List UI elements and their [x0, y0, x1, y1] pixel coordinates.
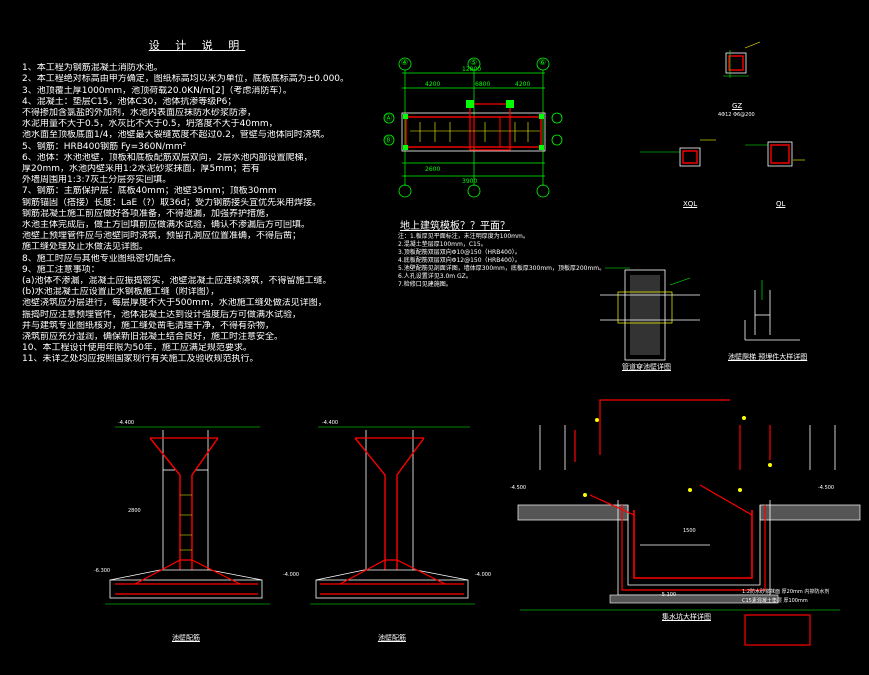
gz-subcaption: 4Φ12 Φ6@200 [718, 112, 755, 118]
note-line: 水泥用量不大于0.5，水灰比不大于0.5，坍落度不大于40mm， [22, 119, 278, 130]
elevation-label: -4.400 [118, 420, 135, 426]
plan-note: 7.检修口见建施图。 [398, 281, 452, 288]
plan-note: 5.池壁配筋见剖面详图，墙体厚300mm，底板厚300mm，顶板厚200mm。 [398, 265, 606, 272]
elevation-label: -4.400 [322, 420, 339, 426]
plan-note: 3.顶板配筋双层双向Φ10@150（HRB400）。 [398, 249, 521, 256]
wall-section-2 [310, 426, 475, 605]
plan-notes: 注：1.板厚见平面标注，未注明厚度为100mm。 2.混凝土垫层厚100mm，C… [398, 233, 605, 289]
note-line: 外墙周围用1:3:7灰土分层夯实回填。 [22, 175, 172, 186]
elevation-label: -4.500 [510, 485, 527, 491]
axis-label: ⑥ [539, 58, 547, 67]
sump-caption: 集水坑大样详图 [662, 613, 711, 621]
note-line: 厚20mm，水池内壁采用1:2水泥砂浆抹面，厚5mm；若有 [22, 164, 260, 175]
note-line: 7、钢筋：主筋保护层：底板40mm；池壁35mm；顶板30mm [22, 186, 277, 197]
plan-dimension: 4200 [515, 81, 531, 88]
dimension-label: 1500 [683, 528, 696, 534]
note-line: 池水面至顶板底面1/4，池壁最大裂缝宽度不超过0.2，管壁与池体同时浇筑。 [22, 130, 330, 141]
plan-note: 4.底板配筋双层双向Φ12@150（HRB400）。 [398, 257, 521, 264]
axis-label: Ⓐ [385, 114, 392, 122]
wall1-caption: 池壁配筋 [172, 634, 200, 642]
note-line: 6、池体：水池池壁，顶板和底板配筋双层双向，2层水池内部设置爬梯， [22, 152, 313, 163]
elevation-label: -4.000 [283, 572, 300, 578]
plan-title: 地上建筑模板？？平面？ [400, 221, 510, 232]
gz-caption: GZ [732, 102, 743, 110]
ladder-detail-caption: 池壁爬梯 预埋件大样详图 [728, 353, 808, 361]
elevation-label: -4.000 [475, 572, 492, 578]
note-line: 浇筑前应充分湿润，确保新旧混凝土结合良好，施工时注意安全。 [22, 332, 284, 343]
pipe-detail-caption: 管道穿池壁详图 [622, 363, 671, 371]
note-line: 水池主体完成后，做土方回填前应做满水试验，确认不渗漏后方可回填。 [22, 220, 311, 231]
note-line: 5、钢筋：HRB400钢筋 Fy=360N/mm² [22, 141, 187, 152]
note-line: (b)水池混凝土应设置止水钢板施工缝（附详图）， [22, 287, 220, 298]
note-line: 并与建筑专业图纸核对，施工缝处凿毛清理干净，不得有杂物， [22, 320, 275, 331]
note-line: 池壁浇筑应分层进行，每层厚度不大于500mm，水池施工缝处做法见详图， [22, 298, 327, 309]
elevation-label: -4.500 [818, 485, 835, 491]
xql-caption: XQL [683, 200, 698, 208]
dimension-label: 2800 [128, 508, 141, 514]
sump-pit-detail [517, 399, 861, 646]
note-line: 3、池顶覆土厚1000mm，池顶荷载20.0KN/m[2]（考虑消防车）。 [22, 85, 292, 96]
plan-view [383, 57, 563, 198]
elevation-label: -6.300 [94, 568, 111, 574]
axis-label: ④ [401, 58, 409, 67]
plan-dimension: 4200 [425, 81, 441, 88]
plan-note: 2.混凝土垫层厚100mm，C15。 [398, 241, 487, 248]
note-line: 不得掺加含氯盐的外加剂，水池内表面应抹防水砂浆防渗， [22, 108, 257, 119]
axis-label: ⑤ [470, 58, 478, 67]
wall2-caption: 池壁配筋 [378, 634, 406, 642]
pipe-through-wall-detail [600, 267, 700, 361]
note-line: (a)池体不渗漏，混凝土应振捣密实，池壁混凝土应连续浇筑，不得留施工缝。 [22, 276, 332, 287]
elevation-label: -5.100 [660, 592, 677, 598]
note-line: 钢筋锚固（搭接）长度：LaE（?）取36d；受力钢筋接头宜优先采用焊接。 [22, 197, 322, 208]
note-line: 9、施工注意事项： [22, 264, 100, 275]
note-line: 10、本工程设计使用年限为50年，施工应满足规范要求。 [22, 343, 252, 354]
note-line: 4、混凝土：垫层C15，池体C30，池体抗渗等级P6； [22, 96, 237, 107]
note-line: 施工缝处理及止水做法见详图。 [22, 242, 149, 253]
design-notes: 设 计 说 明 1、本工程为钢筋混凝土消防水池。 2、本工程绝对标高由甲方确定，… [22, 40, 372, 366]
gz-detail [723, 41, 761, 78]
axis-label: Ⓑ [385, 136, 392, 144]
note-line: 振捣时应注意预埋管件，池体混凝土达到设计强度后方可做满水试验， [22, 309, 302, 320]
note-line: 1、本工程为钢筋混凝土消防水池。 [22, 63, 163, 74]
ladder-embed-detail [744, 280, 800, 341]
plan-note: 注：1.板厚见平面标注，未注明厚度为100mm。 [398, 233, 529, 240]
note-line: 池壁上预埋管件应与池壁同时浇筑，预留孔洞应位置准确，不得后凿； [22, 231, 302, 242]
note-line: 钢筋混凝土施工前应做好各项准备，不得遗漏，加强养护措施， [22, 208, 275, 219]
sump-note: 1:2防水砂浆抹面 厚20mm 内掺防水剂 [742, 589, 830, 595]
plan-dimension: 3900 [462, 178, 478, 185]
design-notes-title: 设 计 说 明 [148, 39, 246, 52]
ql-caption: QL [776, 200, 786, 208]
wall-section-1 [105, 426, 270, 605]
ql-detail [745, 141, 805, 167]
plan-dimension: 6800 [475, 81, 491, 88]
note-line: 2、本工程绝对标高由甲方确定，图纸标高均以米为单位，底板底标高为±0.000。 [22, 74, 350, 85]
xql-detail [640, 139, 716, 167]
plan-dimension: 2600 [425, 166, 441, 173]
note-line: 8、施工时应与其他专业图纸密切配合。 [22, 253, 181, 264]
plan-dimension: 12800 [462, 66, 482, 73]
sump-note: C15素混凝土垫层 厚100mm [742, 598, 808, 604]
plan-note: 6.人孔设置详见3.0m GZ。 [398, 273, 472, 280]
note-line: 11、未详之处均应按照国家现行有关施工及验收规范执行。 [22, 354, 259, 365]
